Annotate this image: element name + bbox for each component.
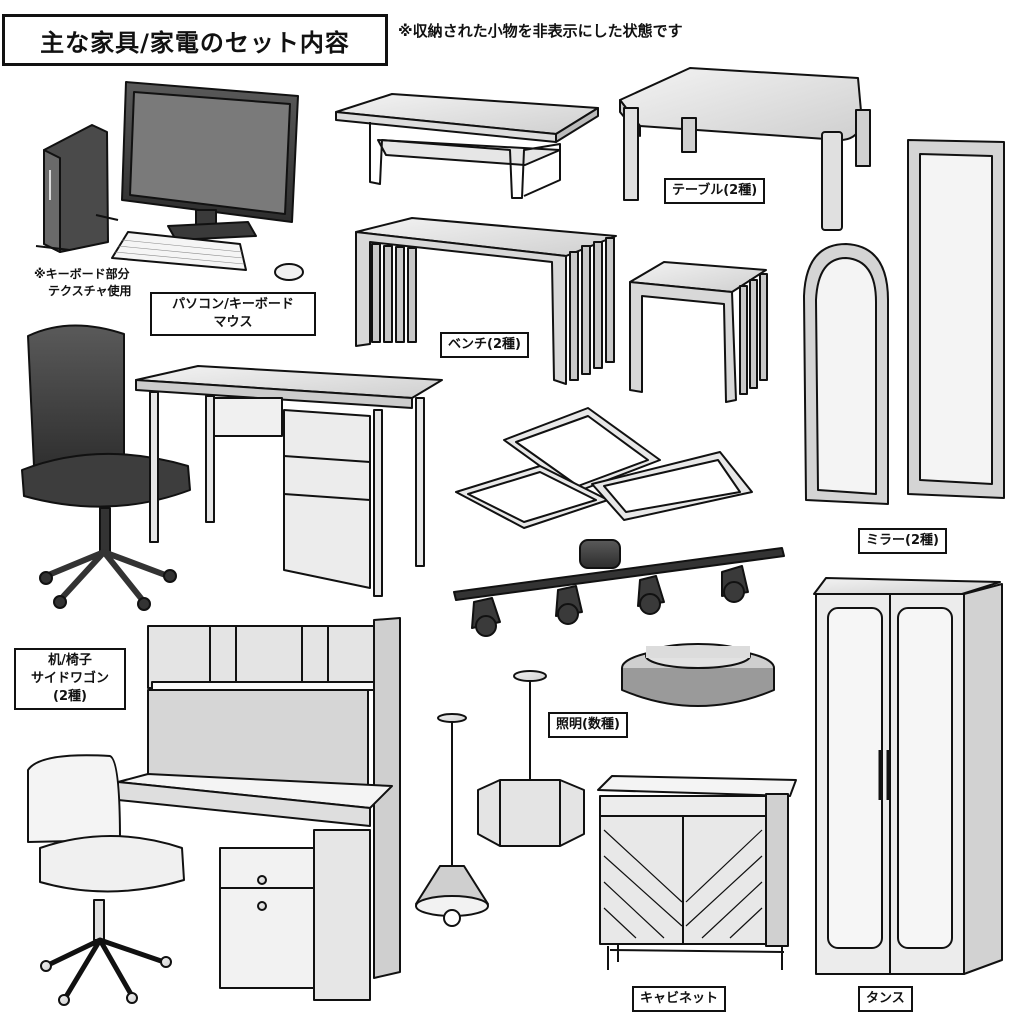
stool-icon bbox=[629, 261, 768, 403]
page-title: 主な家具/家電のセット内容 bbox=[2, 14, 388, 66]
desk-label: 机/椅子 サイドワゴン (2種) bbox=[14, 648, 126, 710]
desk-label-line3: (2種) bbox=[53, 689, 87, 704]
pc-label: パソコン/キーボード マウス bbox=[150, 292, 316, 336]
office-chair-icon bbox=[27, 754, 185, 1006]
bench-icon bbox=[355, 217, 617, 385]
spotlight-rail-icon bbox=[453, 539, 785, 637]
computer-tower-icon bbox=[35, 124, 119, 253]
low-table-icon bbox=[335, 93, 599, 199]
table-icon bbox=[619, 67, 871, 231]
office-chair-icon bbox=[21, 324, 191, 611]
wardrobe-icon bbox=[813, 577, 1003, 975]
cabinet-icon bbox=[597, 775, 797, 970]
mirror-label: ミラー(2種) bbox=[858, 528, 947, 554]
pendant-light-icon bbox=[415, 670, 585, 927]
bench-label: ベンチ(2種) bbox=[440, 332, 529, 358]
cabinet-label: キャビネット bbox=[632, 986, 727, 1012]
desk-icon bbox=[135, 365, 443, 597]
pc-note-line1: ※キーボード部分 bbox=[34, 267, 130, 281]
desk-label-line1: 机/椅子 bbox=[48, 653, 92, 668]
monitor-icon bbox=[121, 81, 299, 241]
pc-label-line2: マウス bbox=[213, 315, 253, 330]
ceiling-light-icon bbox=[455, 407, 753, 529]
pc-note: ※キーボード部分 テクスチャ使用 bbox=[34, 266, 132, 300]
mirror-icon bbox=[803, 139, 1005, 505]
lighting-label: 照明(数種) bbox=[548, 712, 628, 738]
round-light-icon bbox=[621, 643, 775, 707]
table-label: テーブル(2種) bbox=[664, 178, 766, 204]
keyboard-icon bbox=[111, 231, 247, 271]
desk-label-line2: サイドワゴン bbox=[30, 671, 109, 686]
desk-icon bbox=[117, 617, 401, 1001]
wardrobe-label: タンス bbox=[858, 986, 913, 1012]
pc-label-line1: パソコン/キーボード bbox=[172, 297, 294, 312]
mouse-icon bbox=[274, 263, 304, 281]
header-note: ※収納された小物を非表示にした状態です bbox=[398, 22, 683, 40]
pc-note-line2: テクスチャ使用 bbox=[48, 284, 132, 298]
